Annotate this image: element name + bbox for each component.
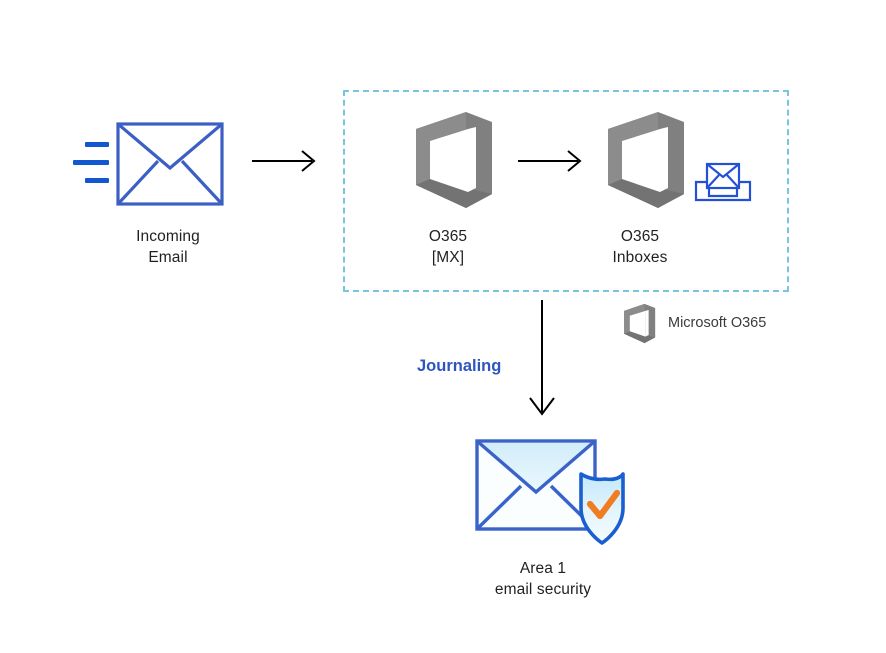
office-cube-icon [598, 110, 686, 210]
office-cube-icon [406, 110, 494, 210]
office-cube-icon [620, 303, 656, 344]
arrow-down-icon [526, 300, 558, 420]
envelope-icon [116, 122, 224, 206]
arrow-right-icon [518, 148, 584, 174]
arrow-right-icon [252, 148, 318, 174]
inbox-tray-envelope-icon [694, 160, 752, 202]
o365-mx-label: O365 [MX] [428, 228, 468, 266]
shielded-envelope-icon [474, 438, 626, 548]
o365-boundary-zone [343, 90, 789, 292]
speed-lines-icon [70, 138, 112, 190]
incoming-email-label: Incoming Email [136, 228, 200, 266]
legend-item-label: Microsoft O365 [668, 315, 767, 331]
area1-label: Area 1 email security [494, 560, 592, 598]
journaling-edge-label: Journaling [417, 357, 502, 375]
o365-inboxes-label: O365 Inboxes [612, 228, 668, 266]
